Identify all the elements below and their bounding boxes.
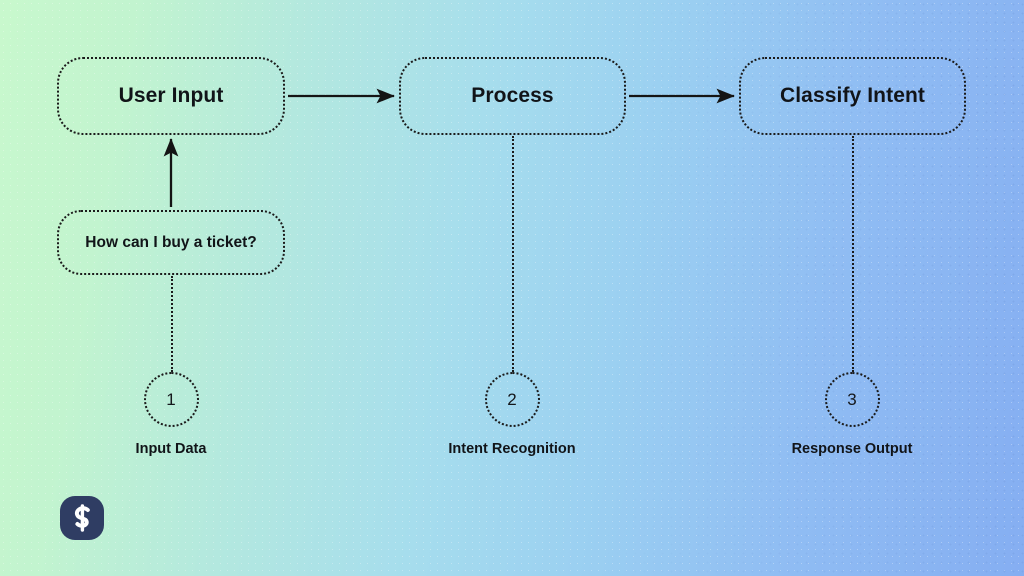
example-question-text: How can I buy a ticket? (85, 233, 257, 251)
step-number-1: 1 (166, 389, 176, 409)
step-circle-3[interactable]: 3 (824, 372, 880, 427)
step-caption-1: Input Data (135, 441, 207, 457)
stage-label-process: Process (471, 84, 554, 107)
step-circle-1[interactable]: 1 (143, 372, 199, 427)
step-number-2: 2 (507, 389, 517, 409)
step-caption-3: Response Output (791, 441, 913, 457)
stage-label-user-input: User Input (118, 84, 224, 107)
stage-label-classify-intent: Classify Intent (779, 84, 926, 107)
stage-box-classify-intent[interactable]: Classify Intent (739, 57, 966, 135)
connector-question-to-step-1 (171, 276, 173, 372)
brand-logo[interactable] (60, 496, 104, 540)
connector-process-to-step-2 (512, 136, 514, 372)
connector-classify-intent-to-step-3 (852, 136, 854, 372)
stage-box-user-input[interactable]: User Input (57, 57, 285, 135)
step-number-3: 3 (847, 389, 857, 409)
step-circle-2[interactable]: 2 (484, 372, 540, 427)
step-caption-2: Intent Recognition (448, 441, 576, 457)
example-question-box[interactable]: How can I buy a ticket? (57, 210, 285, 275)
stage-box-process[interactable]: Process (399, 57, 626, 135)
